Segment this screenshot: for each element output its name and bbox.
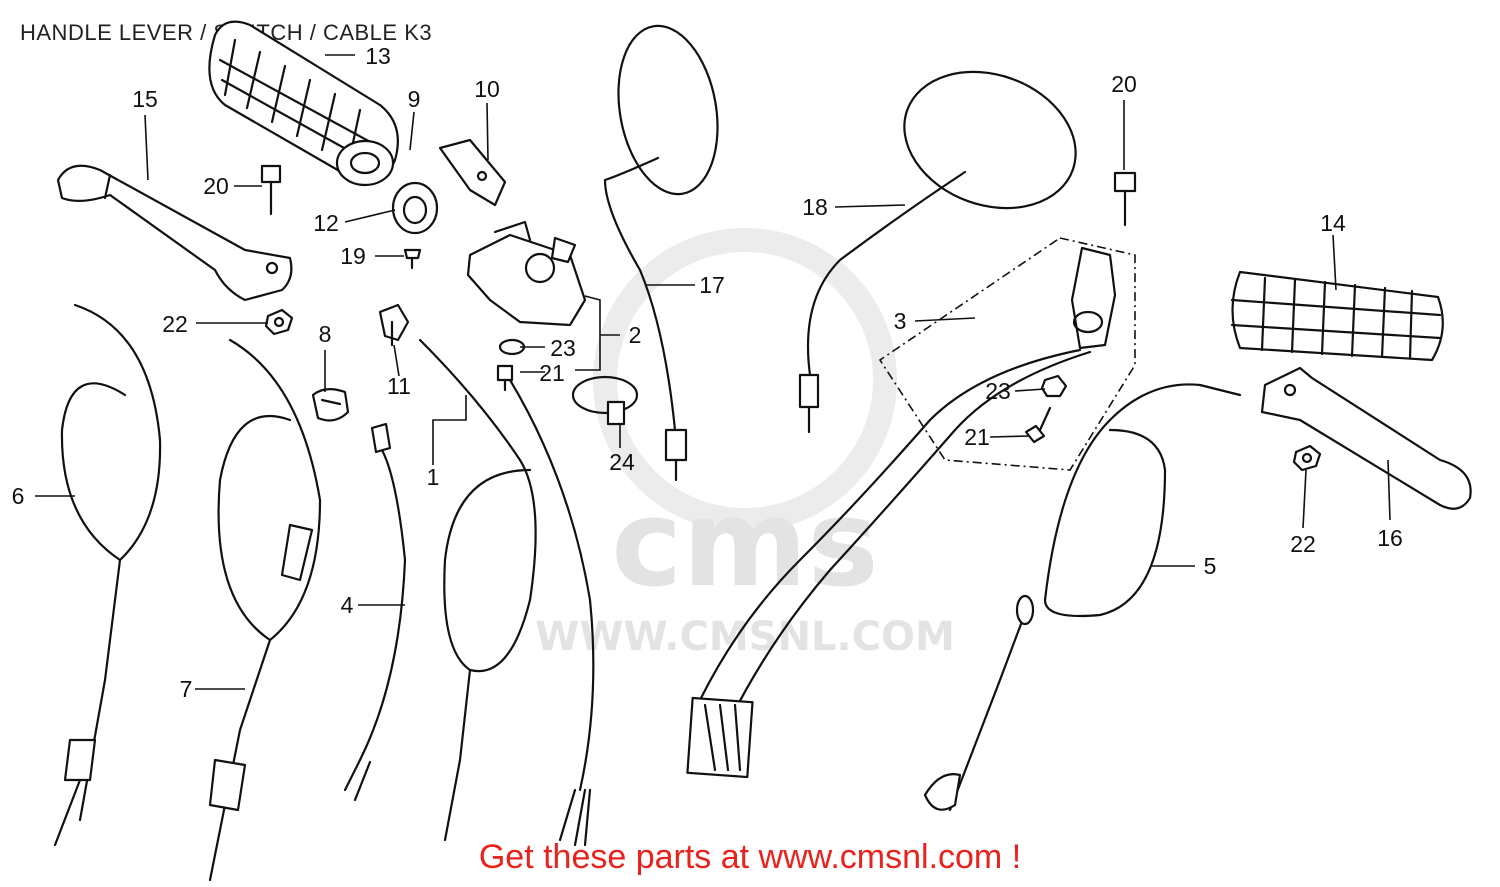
part-screw-21-left <box>496 364 514 392</box>
callout-5: 5 <box>1204 553 1217 579</box>
callout-1: 1 <box>427 464 440 490</box>
part-switch-assembly-3 <box>686 237 1136 779</box>
callout-12: 12 <box>313 210 339 236</box>
callout-20-left: 20 <box>203 173 229 199</box>
callout-20-right: 20 <box>1111 71 1137 97</box>
part-pivot-11 <box>378 303 410 347</box>
callout-23-left: 23 <box>550 335 576 361</box>
part-band-24 <box>571 375 639 426</box>
part-cable-1 <box>418 338 595 847</box>
part-lever-15 <box>56 164 293 302</box>
part-mirror-18 <box>798 70 1077 434</box>
part-nut-22-right <box>1292 444 1322 472</box>
part-lever-16 <box>1260 366 1472 510</box>
callout-23-right: 23 <box>985 378 1011 404</box>
part-bolt-20-left <box>260 164 282 216</box>
watermark-url: WWW.CMSNL.COM <box>535 614 955 660</box>
callout-15: 15 <box>132 86 158 112</box>
callout-6: 6 <box>12 483 25 509</box>
callout-9: 9 <box>408 86 421 112</box>
watermark: cms WWW.CMSNL.COM <box>535 228 955 660</box>
part-mirror-17 <box>603 24 719 482</box>
promo-banner[interactable]: Get these parts at www.cmsnl.com ! <box>478 838 1022 876</box>
part-throttle-grip <box>208 20 399 187</box>
leader-lines <box>35 54 1391 690</box>
callout-13: 13 <box>365 43 391 69</box>
part-switch-housing-2 <box>466 220 587 327</box>
part-clamp-10 <box>438 138 507 207</box>
callout-labels: 15 13 9 10 20 12 19 22 8 11 1 23 21 2 24… <box>12 43 1403 702</box>
part-cable-6 <box>53 303 162 847</box>
callout-11: 11 <box>387 373 411 399</box>
callout-22-left: 22 <box>162 311 188 337</box>
callout-4: 4 <box>341 592 354 618</box>
callout-19: 19 <box>340 243 366 269</box>
part-washer-23-right <box>1040 374 1068 398</box>
callout-8: 8 <box>319 321 332 347</box>
part-screw-19 <box>403 248 422 270</box>
part-clip-8 <box>311 388 350 422</box>
part-nut-22-left <box>264 308 294 336</box>
callout-14: 14 <box>1320 210 1346 236</box>
part-screw-21-right <box>1024 406 1052 444</box>
callout-21-left: 21 <box>539 360 565 386</box>
callout-18: 18 <box>802 194 828 220</box>
callout-21-right: 21 <box>964 424 990 450</box>
callout-16: 16 <box>1377 525 1403 551</box>
callout-22-right: 22 <box>1290 531 1316 557</box>
callout-3: 3 <box>894 308 907 334</box>
callout-2: 2 <box>629 322 642 348</box>
part-cable-4 <box>343 422 407 802</box>
callout-10: 10 <box>474 76 500 102</box>
part-grip-14 <box>1230 270 1444 362</box>
part-bolt-20-right <box>1113 171 1137 227</box>
part-cable-5 <box>923 383 1242 812</box>
callout-17: 17 <box>699 272 725 298</box>
part-cable-7 <box>208 338 322 882</box>
callout-24: 24 <box>609 449 635 475</box>
callout-7: 7 <box>180 676 193 702</box>
watermark-logo: cms <box>611 475 879 614</box>
part-throttle-collar <box>391 181 439 235</box>
